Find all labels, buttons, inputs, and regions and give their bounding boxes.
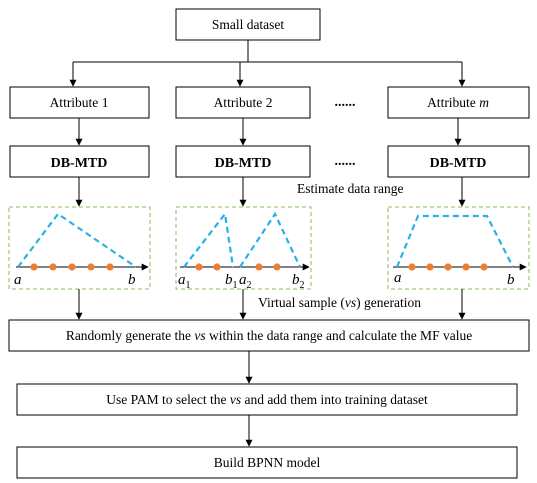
dbmtd-box-2 — [175, 145, 311, 178]
sample-marker — [444, 263, 452, 271]
range-plot-2: a1 b1 a2 b2 — [175, 206, 312, 291]
dbmtd-label-2: DB-MTD — [215, 156, 272, 171]
sample-marker — [480, 263, 488, 271]
step-pam-label: Use PAM to select the vs and add them in… — [106, 392, 428, 407]
sample-markers — [30, 263, 114, 271]
sample-marker — [30, 263, 38, 271]
label-b1: b1 — [225, 272, 238, 291]
step-bpnn-label: Build BPNN model — [214, 455, 321, 470]
sample-marker — [68, 263, 76, 271]
small-dataset-box — [175, 8, 321, 41]
plot-frame — [387, 206, 530, 290]
sample-markers — [408, 263, 488, 271]
label-a2: a2 — [239, 272, 252, 291]
plot-frame — [175, 206, 312, 290]
step-generate-box — [8, 319, 530, 352]
dbmtd-label-1: DB-MTD — [51, 156, 108, 171]
range-plot-1: a b — [8, 206, 151, 290]
membership-function-line — [395, 214, 514, 268]
sample-marker — [462, 263, 470, 271]
membership-function-line — [17, 212, 137, 268]
membership-function-line-1 — [183, 211, 235, 268]
label-b2: b2 — [292, 272, 305, 291]
label-a1: a1 — [178, 272, 191, 291]
sample-marker — [255, 263, 263, 271]
label-a: a — [394, 270, 402, 286]
sample-marker — [426, 263, 434, 271]
attribute-2-label: Attribute 2 — [214, 95, 273, 110]
sample-marker — [195, 263, 203, 271]
label-b: b — [128, 272, 136, 288]
step-pam-box — [16, 383, 518, 416]
attribute-m-box — [387, 86, 530, 119]
sample-marker — [106, 263, 114, 271]
dbmtd-box-m — [387, 145, 530, 178]
sample-marker — [273, 263, 281, 271]
estimate-data-range-label: Estimate data range — [297, 181, 403, 196]
sample-marker — [213, 263, 221, 271]
sample-marker — [49, 263, 57, 271]
sample-marker — [408, 263, 416, 271]
dbmtd-label-m: DB-MTD — [430, 156, 487, 171]
virtual-sample-generation-label: Virtual sample (vs) generation — [258, 295, 421, 310]
range-plot-m: a b — [387, 206, 530, 290]
ellipsis-1: ...... — [335, 95, 356, 110]
label-b: b — [507, 272, 515, 288]
membership-function-line-2 — [239, 211, 301, 268]
small-dataset-label: Small dataset — [212, 17, 285, 32]
plot-frame — [8, 206, 151, 290]
attribute-m-label: Attribute m — [427, 95, 489, 110]
ellipsis-2: ...... — [335, 154, 356, 169]
step-bpnn-box — [16, 446, 518, 479]
attribute-1-label: Attribute 1 — [50, 95, 109, 110]
sample-markers — [195, 263, 281, 271]
step-generate-label: Randomly generate the vs within the data… — [66, 328, 472, 343]
sample-marker — [87, 263, 95, 271]
attribute-2-box — [175, 86, 311, 119]
dbmtd-box-1 — [9, 145, 150, 178]
label-a: a — [14, 272, 22, 288]
